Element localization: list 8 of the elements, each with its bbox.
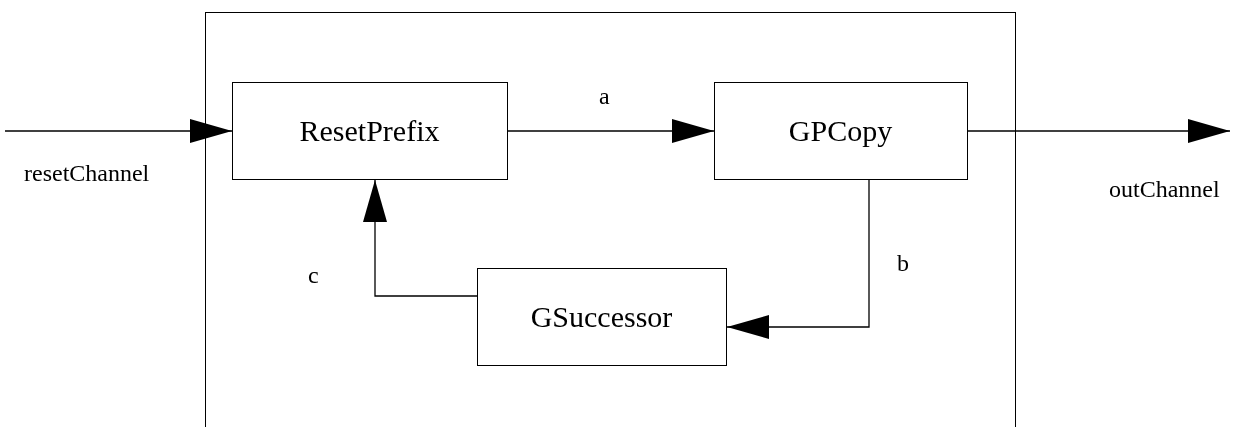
process-box: GSuccessor (476, 267, 727, 366)
arrow (507, 119, 715, 143)
arrow (4, 119, 233, 143)
arrow (363, 179, 478, 297)
arrow (726, 179, 870, 339)
arrow (967, 119, 1231, 143)
process-box: ResetPrefix (231, 81, 508, 180)
process-box: GPCopy (713, 81, 968, 180)
